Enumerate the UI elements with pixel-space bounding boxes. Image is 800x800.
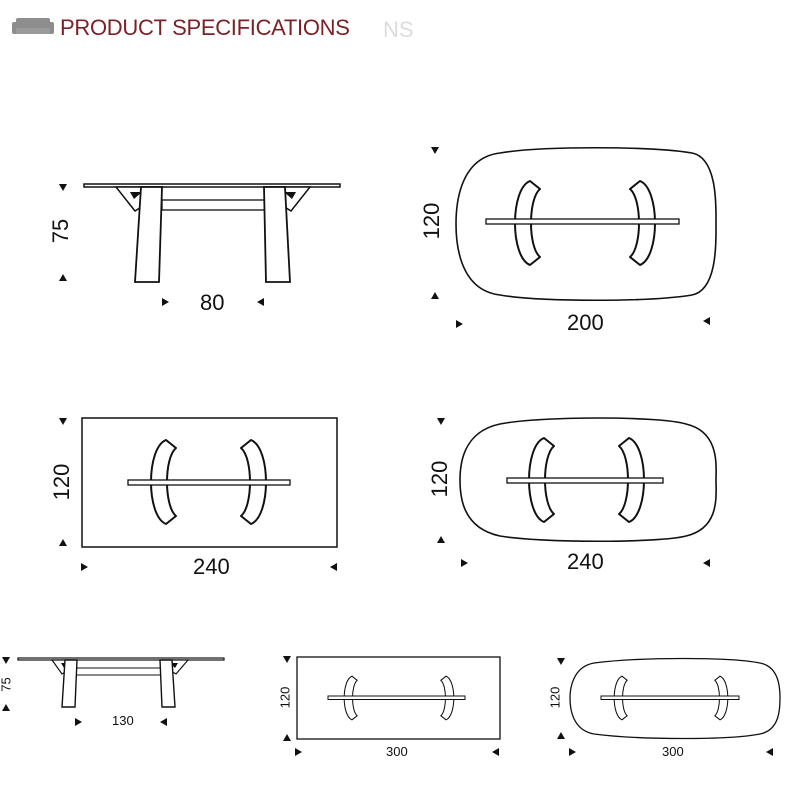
top-view-barrel-200 — [455, 146, 717, 302]
arrow-icon — [2, 657, 10, 664]
side-view-130 — [17, 657, 225, 708]
dimension-label-depth: 120 — [427, 460, 452, 498]
arrow-icon — [461, 559, 468, 567]
arrow-icon — [431, 147, 439, 154]
dimension-label-height: 75 — [48, 218, 73, 244]
arrow-icon — [295, 748, 302, 756]
dimension-label-depth: 120 — [277, 686, 293, 709]
arrow-icon — [160, 718, 167, 726]
dimension-label-depth: 130 — [112, 713, 134, 728]
dimension-label-depth: 120 — [49, 463, 74, 501]
arrow-icon — [2, 704, 10, 711]
arrow-icon — [59, 274, 67, 281]
arrow-icon — [437, 536, 445, 543]
top-view-rect-300 — [296, 656, 501, 740]
page-title: PRODUCT SPECIFICATIONS — [60, 15, 350, 40]
arrow-icon — [59, 418, 67, 425]
dimension-label-width: 200 — [567, 310, 604, 335]
arrow-icon — [257, 298, 264, 306]
arrow-icon — [283, 734, 291, 741]
top-view-barrel-240 — [459, 417, 717, 543]
arrow-icon — [703, 559, 710, 567]
dimension-label-depth: 120 — [547, 686, 563, 709]
arrow-icon — [557, 658, 565, 665]
arrow-icon — [283, 656, 291, 663]
dimension-label-width: 300 — [662, 744, 684, 759]
dimension-label-width: 240 — [567, 549, 604, 574]
dimension-label-width: 240 — [193, 554, 230, 579]
arrow-icon — [492, 748, 499, 756]
top-view-rect-240 — [81, 417, 338, 548]
arrow-icon — [766, 748, 773, 756]
spec-header: PRODUCT SPECIFICATIONS NS — [10, 8, 770, 42]
arrow-icon — [81, 563, 88, 571]
arrow-icon — [703, 317, 710, 325]
arrow-icon — [59, 184, 67, 191]
title-ghost-text: NS — [383, 17, 414, 42]
arrow-icon — [75, 718, 82, 726]
dimension-label-depth: 80 — [200, 290, 225, 315]
arrow-icon — [557, 732, 565, 739]
arrow-icon — [162, 298, 169, 306]
top-view-barrel-300 — [569, 657, 781, 740]
dimension-label-width: 300 — [386, 744, 408, 759]
side-view-80 — [83, 183, 341, 283]
arrow-icon — [431, 292, 439, 299]
arrow-icon — [330, 563, 337, 571]
dimension-label-depth: 120 — [419, 202, 444, 240]
dimension-label-height: 75 — [0, 677, 14, 692]
sofa-icon — [12, 18, 54, 34]
arrow-icon — [569, 748, 576, 756]
arrow-icon — [456, 320, 463, 328]
arrow-icon — [59, 539, 67, 546]
arrow-icon — [437, 418, 445, 425]
